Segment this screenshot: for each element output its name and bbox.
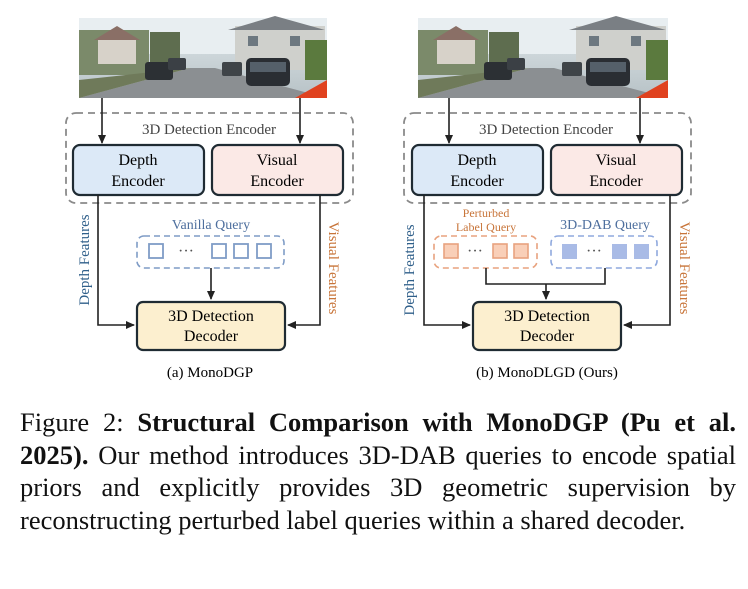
visual-feature-path-b <box>623 195 671 329</box>
subcaption-b: (b) MonoDLGD (Ours) <box>476 365 618 381</box>
street-scene-image-b <box>418 16 668 98</box>
ellipsis: ··· <box>586 243 602 260</box>
street-scene-image-a <box>79 16 327 98</box>
caption-bold-title: Structural Comparison with MonoDGP (Pu e… <box>20 407 736 470</box>
dab-query-token <box>612 244 627 259</box>
panel-b: 3D Detection Encoder Depth Encoder Visua… <box>402 16 692 381</box>
query-merge-line <box>485 268 606 285</box>
visual-features-label-a: Visual Features <box>325 222 341 315</box>
caption-body: Our method introduces 3D-DAB queries to … <box>20 439 736 535</box>
depth-encoder-label-line2: Encoder <box>450 173 504 190</box>
vanilla-query-label: Vanilla Query <box>172 218 250 233</box>
depth-feature-path-b <box>423 195 471 329</box>
depth-encoder-label-line1: Depth <box>118 152 157 169</box>
visual-encoder-label-line2: Encoder <box>250 173 304 190</box>
visual-encoder-label-line1: Visual <box>596 152 637 169</box>
perturbed-query-token <box>513 243 529 259</box>
ellipsis: ··· <box>178 243 194 260</box>
perturbed-query-label-line1: Perturbed <box>463 206 510 220</box>
dab-query-group <box>550 235 658 269</box>
vanilla-query-token <box>256 243 272 259</box>
vanilla-query-token <box>148 243 164 259</box>
panel-a: 3D Detection Encoder Depth Encoder Visua… <box>65 16 354 381</box>
detection-decoder-a: 3D Detection Decoder <box>135 300 287 352</box>
dab-query-token <box>634 244 649 259</box>
encoder-group-label-a: 3D Detection Encoder <box>142 122 276 138</box>
decoder-label-line1: 3D Detection <box>168 308 254 325</box>
perturbed-query-token <box>443 243 459 259</box>
depth-encoder-label-line2: Encoder <box>111 173 165 190</box>
encoder-group-a <box>65 112 354 204</box>
dab-query-label: 3D-DAB Query <box>560 218 650 233</box>
detection-decoder-b: 3D Detection Decoder <box>471 300 623 352</box>
visual-features-label-b: Visual Features <box>676 222 692 315</box>
perturbed-query-label-line2: Label Query <box>456 220 516 234</box>
figure-caption: Figure 2: Structural Comparison with Mon… <box>20 406 736 536</box>
depth-encoder-b: Depth Encoder <box>410 143 545 197</box>
decoder-label-line2: Decoder <box>184 328 239 345</box>
depth-feature-path-a <box>97 195 135 329</box>
depth-encoder-a: Depth Encoder <box>71 143 206 197</box>
decoder-label-line1: 3D Detection <box>504 308 590 325</box>
dab-query-token <box>562 244 577 259</box>
visual-encoder-label-line2: Encoder <box>589 173 643 190</box>
depth-features-label-a: Depth Features <box>77 214 93 305</box>
encoder-group-b <box>403 112 692 204</box>
depth-features-label-b: Depth Features <box>402 224 418 315</box>
visual-encoder-b: Visual Encoder <box>549 143 684 197</box>
visual-encoder-a: Visual Encoder <box>210 143 345 197</box>
encoder-group-label-b: 3D Detection Encoder <box>479 122 613 138</box>
vanilla-query-group <box>136 235 285 269</box>
perturbed-query-token <box>492 243 508 259</box>
decoder-label-line2: Decoder <box>520 328 575 345</box>
caption-prefix: Figure 2: <box>20 407 138 437</box>
visual-feature-path-a <box>287 195 321 329</box>
depth-encoder-label-line1: Depth <box>457 152 496 169</box>
vanilla-query-token <box>211 243 227 259</box>
subcaption-a: (a) MonoDGP <box>167 365 253 381</box>
architecture-diagram: 3D Detection Encoder Depth Encoder Visua… <box>65 16 692 381</box>
ellipsis: ··· <box>467 243 483 260</box>
visual-encoder-label-line1: Visual <box>257 152 298 169</box>
vanilla-query-token <box>233 243 249 259</box>
